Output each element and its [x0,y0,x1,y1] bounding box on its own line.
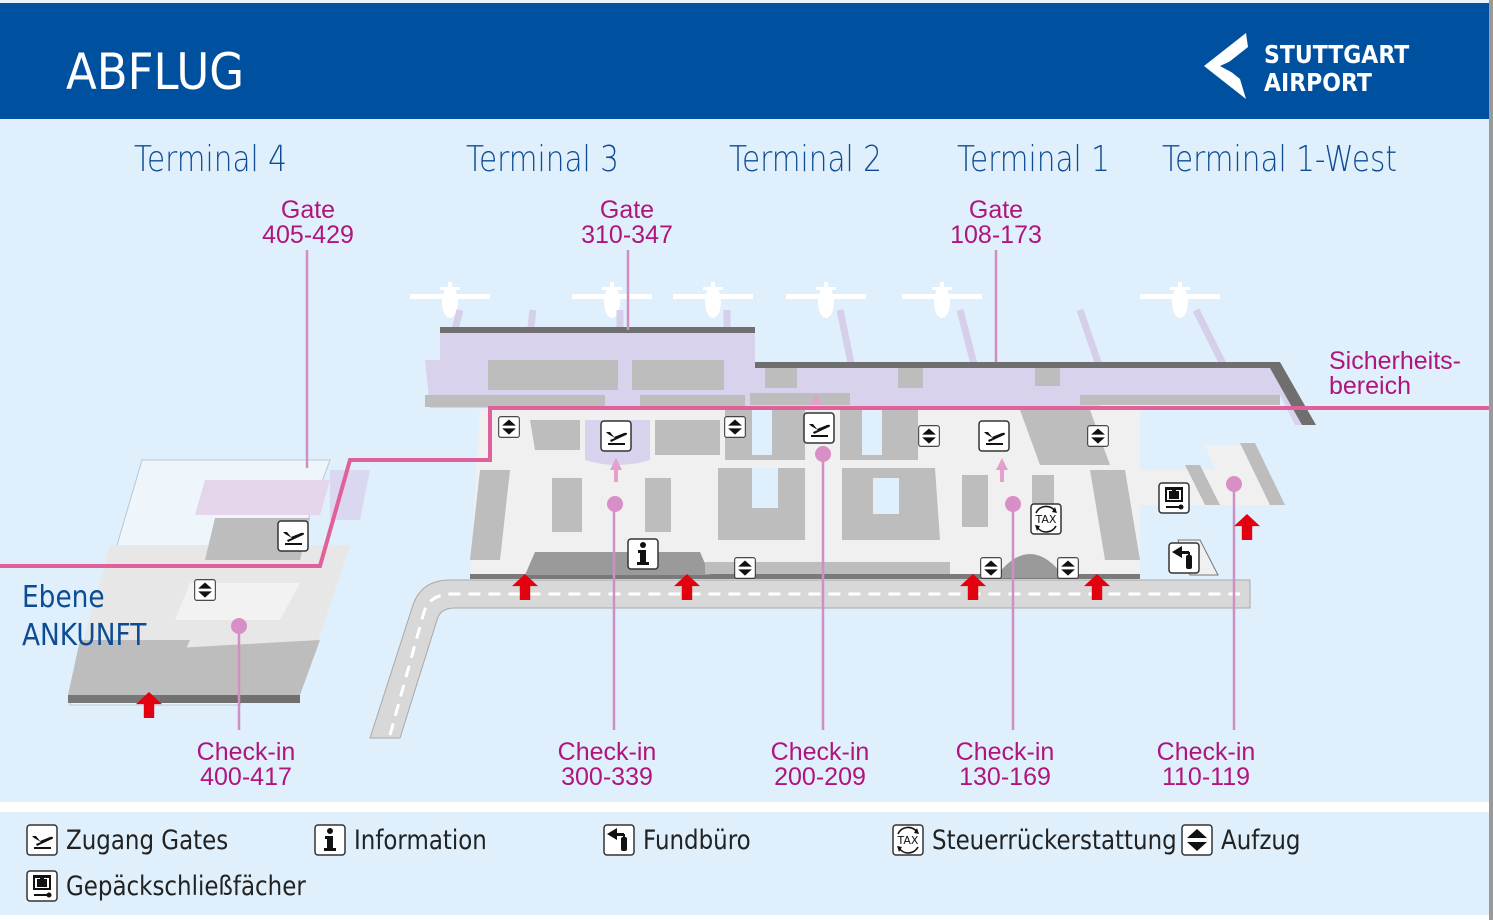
lost-and-found-icon [603,824,635,856]
airplane-icon [410,282,490,318]
luggage-locker-icon[interactable] [1158,482,1190,514]
page-title: ABFLUG [66,43,245,101]
elevator-icon[interactable] [980,557,1002,579]
stuttgart-airport-logo: STUTTGART AIRPORT [1204,33,1424,99]
terminal-4-label: Terminal 4 [134,139,287,180]
walk-arrows [610,395,1008,482]
checkin-label-t2: Check-in 200-209 [770,738,870,791]
airplane-icon [902,282,982,318]
gate-label-t1: Gate 108-173 [950,196,1042,249]
elevator-icon[interactable] [734,557,756,579]
elevator-icon[interactable] [1057,557,1079,579]
airplane-icon [1140,282,1220,318]
bottom-edge [0,915,1489,920]
checkin-label-t4: Check-in 400-417 [196,738,296,791]
pointer-dots [231,446,1242,634]
gate-label-t4: Gate 405-429 [262,196,354,249]
checkin-label-t1-west: Check-in 110-119 [1156,738,1256,791]
map-drawing [0,250,1489,739]
legend-item-gate-access: Zugang Gates [26,822,257,858]
tax-refund-icon [892,824,924,856]
information-icon [314,824,346,856]
security-boundary-line [0,406,1489,568]
lost-and-found-icon[interactable] [1168,542,1200,574]
gate-access-icon [26,824,58,856]
gate-access-icon[interactable] [803,412,835,444]
gate-label-t3: Gate 310-347 [581,196,673,249]
access-road [369,579,1251,739]
level-label: Ebene ANKUNFT [22,580,147,653]
information-icon[interactable] [627,538,659,570]
terminal-2-label: Terminal 2 [729,139,882,180]
divider [0,802,1489,812]
checkin-label-t3: Check-in 300-339 [557,738,657,791]
logo-line-2: AIRPORT [1264,68,1372,97]
legend-item-information: Information [314,822,510,858]
terminal-1-label: Terminal 1 [957,139,1110,180]
legend-item-elevator: Aufzug [1181,822,1315,858]
legend-item-luggage-locker: Gepäckschließfächer [26,868,348,904]
airplane-icon [673,282,753,318]
terminal-1-west-label: Terminal 1-West [1162,139,1397,180]
gate-access-icon[interactable] [600,420,632,452]
terminal-map: Terminal 4 Terminal 3 Terminal 2 Termina… [0,119,1489,802]
elevator-icon[interactable] [194,579,216,601]
airplane-icon [786,282,866,318]
legend-item-lost-and-found: Fundbüro [603,822,770,858]
gate-access-icon[interactable] [277,520,309,552]
airport-logo-icon [1204,33,1248,99]
elevator-icon [1181,824,1213,856]
pointer-lines [237,250,1236,730]
tax-refund-icon[interactable] [1030,503,1062,535]
legend-item-tax-refund: Steuerrückerstattung [892,822,1220,858]
airplane-icon [572,282,652,318]
terminal-3-label: Terminal 3 [466,139,619,180]
luggage-locker-icon [26,870,58,902]
header-bar: ABFLUG STUTTGART AIRPORT [0,0,1489,119]
window-edge [1489,0,1493,920]
checkin-label-t1: Check-in 130-169 [955,738,1055,791]
elevator-icon[interactable] [724,416,746,438]
airside-building [425,327,1316,425]
entrance-arrow-icon [1234,514,1260,540]
logo-line-1: STUTTGART [1264,40,1410,69]
elevator-icon[interactable] [498,416,520,438]
legend: Zugang Gates Information Fundbüro Steuer… [0,812,1489,915]
elevator-icon[interactable] [1087,425,1109,447]
gate-access-icon[interactable] [978,420,1010,452]
security-area-label: Sicherheits- bereich [1329,347,1461,400]
elevator-icon[interactable] [918,425,940,447]
